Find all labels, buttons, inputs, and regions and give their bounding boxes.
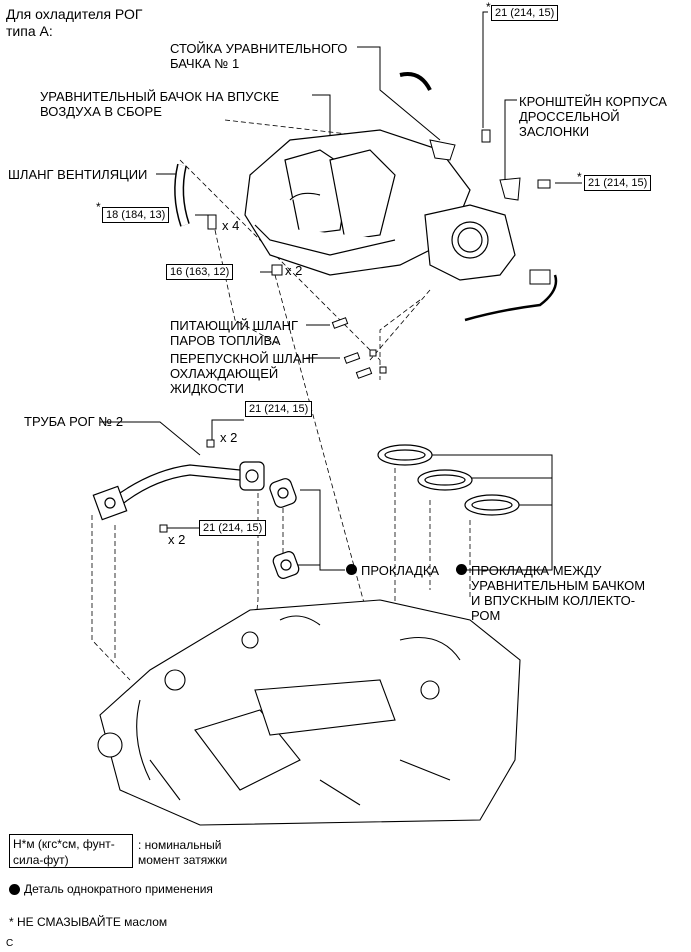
title-line1: Для охладителя РОГ [6, 6, 143, 22]
footer-code: C [6, 938, 14, 949]
label-mg-line4: РОМ [471, 608, 501, 623]
label-mg-line2: УРАВНИТЕЛЬНЫМ БАЧКОМ [471, 578, 646, 593]
legend-no-oil: * НЕ СМАЗЫВАЙТЕ маслом [9, 915, 168, 929]
egr-pipe-art [92, 461, 265, 521]
qty-x4: x 4 [222, 218, 240, 233]
no-oil-star-18: * [96, 200, 101, 214]
legend-box-line2: сила-фут) [13, 853, 69, 867]
label-vent-hose: ШЛАНГ ВЕНТИЛЯЦИИ [8, 167, 148, 182]
label-bracket: КРОНШТЕЙН КОРПУСА ДРОССЕЛЬНОЙ ЗАСЛОНКИ [519, 94, 667, 139]
single-use-dot-gasket [346, 564, 357, 575]
leader-surge-tank [312, 94, 331, 140]
leader-t-pipe-top [211, 419, 244, 440]
label-mg-line3: И ВПУСКНЫМ КОЛЛЕКТО- [471, 593, 636, 608]
label-fuel-line1: ПИТАЮЩИЙ ШЛАНГ [170, 318, 299, 333]
torque-pipe-top: 21 (214, 15) [245, 401, 313, 417]
no-oil-star-bracket: * [577, 170, 582, 184]
label-bypass-line3: ЖИДКОСТИ [170, 381, 244, 396]
label-bracket-line3: ЗАСЛОНКИ [519, 124, 590, 139]
label-bypass-line2: ОХЛАЖДАЮЩЕЙ [170, 366, 279, 381]
legend-single-use: Деталь однократного применения [24, 882, 213, 896]
leader-t-top [482, 11, 488, 128]
leader-mani-gasket [400, 454, 553, 571]
label-bypass-line1: ПЕРЕПУСКНОЙ ШЛАНГ [170, 351, 318, 366]
label-surge-tank-line2: ВОЗДУХА В СБОРЕ [40, 104, 162, 119]
leader-egr-pipe [100, 421, 201, 456]
torque-18: 18 (184, 13) [102, 207, 170, 223]
torque-pipe-bottom: 21 (214, 15) [199, 520, 267, 536]
no-oil-star-top: * [486, 0, 491, 14]
label-fuel-line2: ПАРОВ ТОПЛИВА [170, 333, 281, 348]
label-mg-line1: ПРОКЛАДКА МЕЖДУ [471, 563, 602, 578]
label-stay: СТОЙКА УРАВНИТЕЛЬНОГО БАЧКА № 1 [170, 41, 347, 71]
legend-desc-line2: момент затяжки [138, 853, 228, 867]
engine-art [97, 599, 521, 826]
label-stay-line1: СТОЙКА УРАВНИТЕЛЬНОГО [170, 41, 348, 56]
label-egr-pipe: ТРУБА РОГ № 2 [24, 414, 124, 429]
title-line2: типа А: [6, 23, 53, 39]
legend-torque-box: Н*м (кгс*см, фунт- сила-фут) [9, 834, 133, 868]
qty-x2-nut: x 2 [285, 263, 303, 278]
leader-stay [357, 46, 441, 141]
throttle-body-art [424, 204, 516, 281]
surge-tank-art [244, 129, 471, 276]
legend-torque-desc: : номинальный момент затяжки [138, 838, 227, 868]
leader-gasket [300, 489, 345, 571]
torque-bracket: 21 (214, 15) [584, 175, 652, 191]
legend-single-use-dot [9, 884, 20, 895]
legend-desc-line1: : номинальный [138, 838, 222, 852]
label-bracket-line1: КРОНШТЕЙН КОРПУСА [519, 94, 667, 109]
qty-x2-pipe-top: x 2 [220, 430, 238, 445]
qty-x2-pipe-bottom: x 2 [168, 532, 186, 547]
leader-bracket [504, 99, 517, 180]
torque-16: 16 (163, 12) [166, 264, 234, 280]
label-bypass-hose: ПЕРЕПУСКНОЙ ШЛАНГ ОХЛАЖДАЮЩЕЙ ЖИДКОСТИ [170, 351, 318, 396]
label-bracket-line2: ДРОССЕЛЬНОЙ [519, 109, 620, 124]
diagram-title: Для охладителя РОГ типа А: [6, 6, 142, 40]
harness-art [464, 274, 558, 322]
label-surge-tank: УРАВНИТЕЛЬНЫЙ БАЧОК НА ВПУСКЕ ВОЗДУХА В … [40, 89, 279, 119]
label-fuel-vapor-hose: ПИТАЮЩИЙ ШЛАНГ ПАРОВ ТОПЛИВА [170, 318, 298, 348]
label-stay-line2: БАЧКА № 1 [170, 56, 240, 71]
single-use-dot-manifold-gasket [456, 564, 467, 575]
torque-top: 21 (214, 15) [491, 5, 559, 21]
label-manifold-gasket: ПРОКЛАДКА МЕЖДУ УРАВНИТЕЛЬНЫМ БАЧКОМ И В… [471, 563, 645, 623]
label-gasket: ПРОКЛАДКА [361, 563, 440, 578]
legend-box-line1: Н*м (кгс*см, фунт- [13, 837, 115, 851]
label-surge-tank-line1: УРАВНИТЕЛЬНЫЙ БАЧОК НА ВПУСКЕ [40, 89, 280, 104]
